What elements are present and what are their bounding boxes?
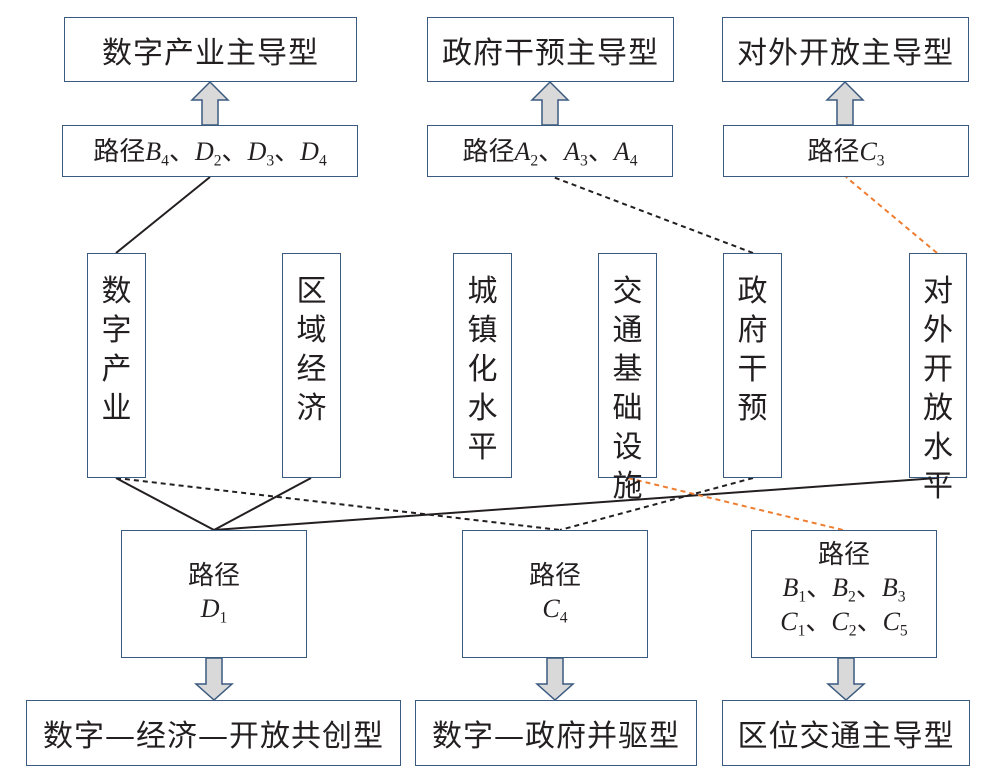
- factor-label: 区域经济: [296, 274, 327, 426]
- path-code: B4: [145, 137, 169, 170]
- factor-label: 城镇化水平: [467, 274, 498, 465]
- path-prefix: 路径: [528, 561, 581, 592]
- path-code: C2: [831, 607, 857, 640]
- path-text: 路径C3: [807, 131, 884, 170]
- path-code: D1: [200, 593, 228, 627]
- type-label: 区位交通主导型: [737, 719, 955, 754]
- path-text: 路径A2、A3、A4: [462, 131, 637, 170]
- link-open-to-top-path3: [845, 176, 938, 254]
- type-box-digital-government: 数字—政府并驱型: [415, 700, 697, 766]
- type-box-government: 政府干预主导型: [427, 17, 674, 82]
- path-box-top: 路径B4、D2、D3、D4: [62, 125, 358, 177]
- type-box-digital-economy-opening: 数字—经济—开放共创型: [26, 700, 401, 766]
- path-prefix: 路径: [187, 561, 240, 592]
- path-code-row: C1、C2、C5: [780, 606, 907, 641]
- separator: 、: [538, 137, 565, 168]
- link-digital-to-top-path1: [115, 176, 211, 254]
- path-text: 路径B4、D2、D3、D4: [93, 131, 326, 170]
- path-box-top: 路径C3: [723, 125, 969, 177]
- path-prefix: 路径: [93, 137, 146, 168]
- link-digital-to-d1: [115, 477, 215, 531]
- type-box-opening: 对外开放主导型: [722, 17, 969, 82]
- path-code-row: B1、B2、B3: [782, 572, 905, 607]
- factor-label: 数字产业: [101, 274, 132, 426]
- path-code: C5: [882, 607, 908, 640]
- arrow-down-icon: [826, 657, 866, 702]
- path-code: A4: [613, 137, 638, 170]
- path-code: A3: [564, 137, 588, 170]
- factor-label: 交通基础设施: [612, 274, 643, 504]
- link-gov-to-c4: [559, 477, 754, 531]
- path-code: D2: [194, 137, 222, 170]
- separator: 、: [805, 607, 832, 638]
- link-digital-to-c4: [115, 477, 561, 531]
- separator: 、: [587, 137, 614, 168]
- factor-box: 城镇化水平: [453, 253, 512, 478]
- path-code: A2: [514, 137, 539, 170]
- link-open-to-d1: [213, 477, 938, 531]
- arrow-down-icon: [535, 657, 575, 702]
- type-label: 数字—经济—开放共创型: [43, 719, 384, 754]
- factor-box: 政府干预: [723, 253, 782, 478]
- separator: 、: [855, 572, 882, 603]
- factor-box: 交通基础设施: [598, 253, 657, 504]
- type-label: 对外开放主导型: [737, 35, 954, 71]
- factor-label: 政府干预: [737, 274, 768, 426]
- type-box-location-transport: 区位交通主导型: [722, 700, 970, 766]
- type-label: 数字—政府并驱型: [432, 719, 680, 754]
- factor-box: 区域经济: [282, 253, 341, 478]
- path-box-top: 路径A2、A3、A4: [427, 125, 673, 177]
- path-code: C3: [859, 137, 885, 170]
- type-label: 政府干预主导型: [442, 35, 659, 71]
- separator: 、: [274, 137, 301, 168]
- type-label: 数字产业主导型: [102, 35, 319, 71]
- path-code-row: D1: [201, 593, 228, 628]
- arrow-down-icon: [194, 657, 234, 702]
- factor-box: 数字产业: [87, 253, 146, 478]
- link-economy-to-d1: [213, 477, 312, 531]
- separator: 、: [221, 137, 248, 168]
- path-code-row: C4: [542, 593, 567, 628]
- arrow-up-icon: [825, 80, 865, 126]
- path-code: B1: [782, 572, 807, 605]
- path-prefix: 路径: [462, 137, 515, 168]
- path-code: B2: [832, 572, 856, 605]
- arrow-up-icon: [530, 80, 570, 126]
- link-transport-to-bc: [627, 477, 844, 531]
- path-code: D4: [300, 137, 327, 170]
- path-prefix: 路径: [807, 137, 860, 168]
- path-code: D3: [247, 137, 275, 170]
- separator: 、: [806, 572, 833, 603]
- path-prefix: 路径: [817, 540, 870, 570]
- separator: 、: [856, 607, 883, 638]
- path-code: C1: [780, 607, 806, 640]
- arrow-up-icon: [190, 80, 230, 126]
- path-code: B3: [881, 572, 906, 605]
- factor-box: 对外开放水平: [909, 253, 967, 504]
- separator: 、: [168, 137, 195, 168]
- factor-label: 对外开放水平: [923, 274, 953, 504]
- type-box-digital-industry: 数字产业主导型: [64, 17, 357, 82]
- path-code: C4: [542, 593, 568, 627]
- link-gov-to-top-path2: [552, 176, 754, 254]
